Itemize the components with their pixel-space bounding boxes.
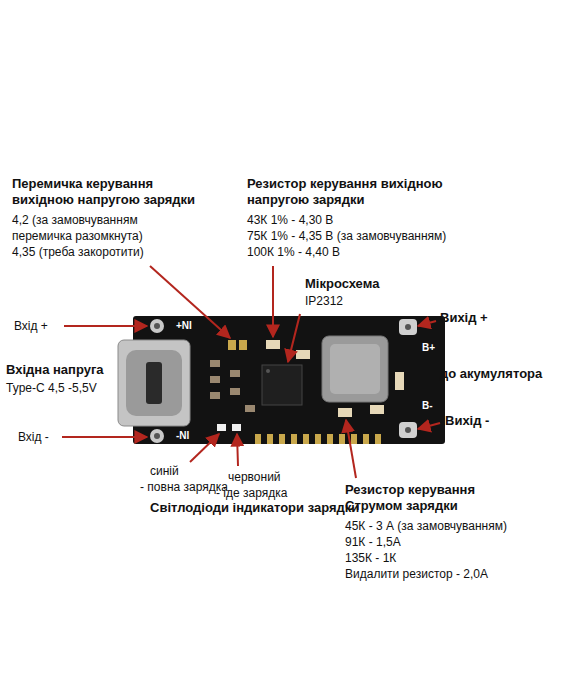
silkscreen-label: B-	[422, 400, 433, 412]
resistor	[266, 340, 280, 349]
led	[217, 424, 226, 431]
pad-hole	[150, 429, 164, 443]
leader-lines	[62, 266, 440, 478]
silkscreen-label: +NI	[176, 320, 192, 332]
silkscreen-label: B+	[422, 342, 435, 354]
pin-label: Вихід +	[440, 310, 488, 326]
callout-title: Мікросхема	[305, 276, 379, 292]
value-line: 91К - 1,5А	[345, 534, 401, 550]
led-color: червоний	[228, 469, 281, 485]
pin-label: Вихід -	[445, 413, 489, 429]
value-line: 45К - 3 А (за замовчуванням)	[345, 518, 507, 534]
callout-title: Резистор керування Струмом зарядки	[345, 482, 515, 514]
jumper-pad	[228, 340, 236, 350]
callout-note: 4,35 (треба закоротити)	[12, 244, 144, 260]
inductor	[322, 336, 388, 402]
pin-label: Вхід +	[14, 318, 48, 334]
voltage-range: Type-C 4,5 -5,5V	[6, 380, 97, 396]
led-meaning: - повна зарядка	[140, 479, 228, 495]
callout-title: Перемичка керування вихідною напругою за…	[12, 176, 207, 208]
value-line: 135К - 1К	[345, 550, 396, 566]
callout-note: 4,2 (за замовчуванням перемичка разомкну…	[12, 212, 172, 244]
value-line: 43К 1% - 4,30 В	[247, 212, 333, 228]
pin-label: Вхід -	[18, 429, 49, 445]
value-line: 75К 1% - 4,35 В (за замовчуванням)	[247, 228, 446, 244]
callout-title: Резистор керування вихідною напругою зар…	[247, 176, 447, 208]
value-line: 100К 1% - 4,40 В	[247, 244, 340, 260]
callout-title: Світлодіоди індикатори зарядки	[150, 500, 359, 516]
value-line: Видалити резистор - 2,0А	[345, 566, 488, 582]
led-color: синій	[150, 463, 179, 479]
chip-name: IP2312	[305, 293, 343, 309]
output-pad	[399, 422, 417, 438]
callout-title: Вхідна напруга	[6, 362, 104, 378]
output-pad	[399, 319, 417, 335]
callout-title: до акумулятора	[440, 366, 542, 382]
resistor	[338, 408, 352, 417]
led	[232, 424, 241, 431]
header-pins	[255, 434, 381, 444]
usb-c-connector	[118, 340, 190, 426]
led-meaning: - іде зарядка	[216, 485, 287, 501]
silkscreen-label: -NI	[176, 430, 189, 442]
pad-hole	[150, 319, 164, 333]
chip	[262, 365, 302, 405]
